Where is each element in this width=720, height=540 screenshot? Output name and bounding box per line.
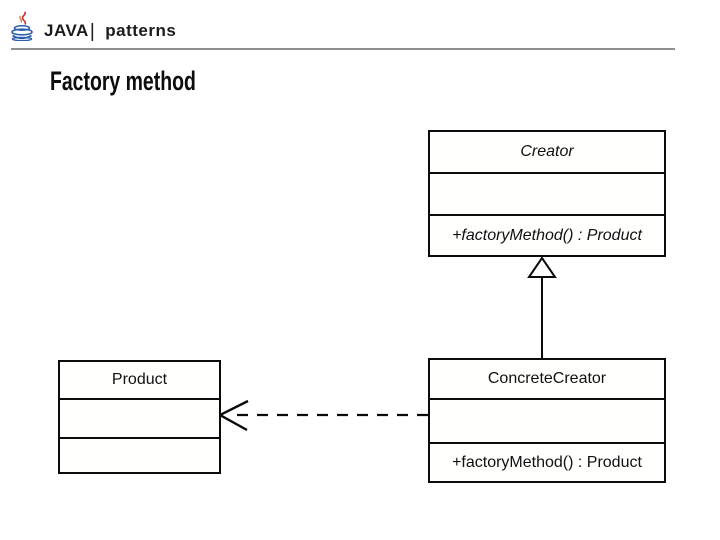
uml-class-creator: Creator +factoryMethod() : Product <box>428 130 666 257</box>
brand-patterns: patterns <box>105 21 177 40</box>
creator-class-name: Creator <box>520 143 574 160</box>
java-coffee-cup-icon <box>11 11 33 41</box>
creator-methods: +factoryMethod() : Product <box>430 214 664 255</box>
generalization-arrow <box>527 256 557 358</box>
product-attributes <box>60 398 219 437</box>
header-divider <box>11 48 675 50</box>
concrete-creator-attributes <box>430 398 664 442</box>
product-methods <box>60 437 219 472</box>
brand-java: JAVA <box>44 21 89 40</box>
brand-separator: | <box>89 21 96 42</box>
creator-attributes <box>430 172 664 214</box>
page-title: Factory method <box>50 66 196 96</box>
uml-class-concrete-creator: ConcreteCreator +factoryMethod() : Produ… <box>428 358 666 483</box>
dependency-arrow <box>217 399 428 432</box>
product-class-name: Product <box>111 371 168 388</box>
concrete-creator-class-name: ConcreteCreator <box>487 370 607 387</box>
header: JAVA| patterns <box>0 0 720 52</box>
brand-wordmark: JAVA| patterns <box>44 20 176 42</box>
uml-class-product: Product <box>58 360 221 474</box>
concrete-creator-methods: +factoryMethod() : Product <box>430 442 664 481</box>
